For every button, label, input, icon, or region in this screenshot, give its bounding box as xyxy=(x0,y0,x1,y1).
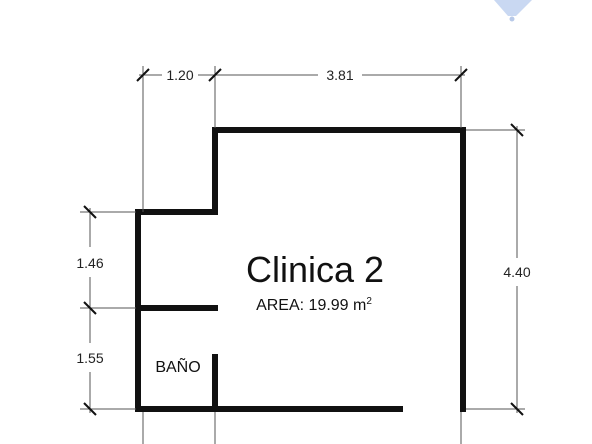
room-area: AREA: 19.99 m2 xyxy=(256,296,372,314)
dim-left-lower: 1.55 xyxy=(76,350,103,366)
walls xyxy=(135,127,466,412)
bathroom-label: BAÑO xyxy=(155,356,200,376)
corner-badge-icon xyxy=(494,0,532,22)
room-area-text: AREA: 19.99 m xyxy=(256,297,366,314)
dimension-ticks xyxy=(83,68,524,416)
dim-top-right: 3.81 xyxy=(326,67,353,83)
dim-right-height: 4.40 xyxy=(503,264,530,280)
dim-top-left: 1.20 xyxy=(166,67,193,83)
outer-wall xyxy=(135,127,466,412)
dim-left-upper: 1.46 xyxy=(76,255,103,271)
room-name: Clinica 2 xyxy=(246,249,384,290)
room-area-superscript: 2 xyxy=(366,296,372,307)
